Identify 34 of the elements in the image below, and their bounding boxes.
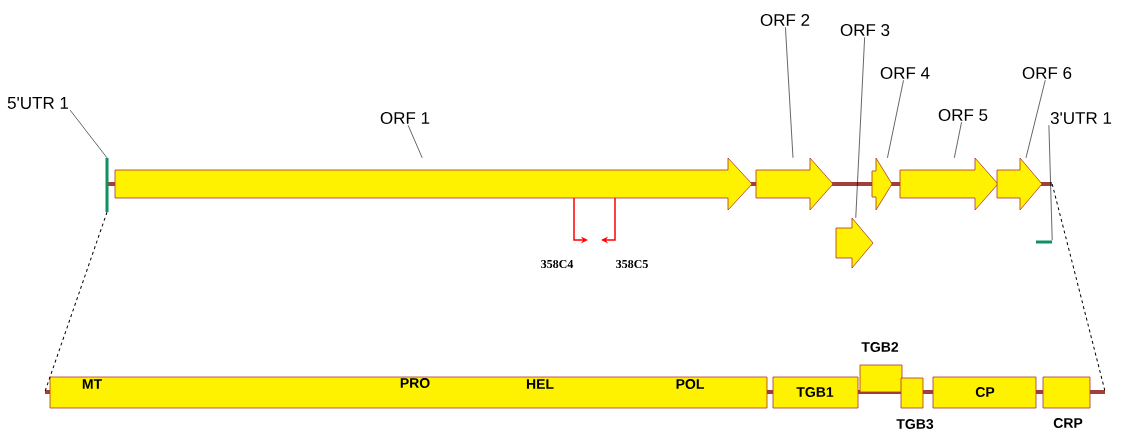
utr-bar — [1036, 240, 1052, 244]
primer-label: 358C5 — [616, 259, 648, 269]
zoom-line — [44, 211, 108, 393]
orf-label: ORF 4 — [880, 67, 930, 80]
node-label: TGB3 — [896, 419, 934, 429]
utr-bar — [105, 158, 109, 212]
leader-line — [69, 109, 108, 159]
orf-block — [899, 157, 999, 211]
orf-block — [996, 157, 1043, 211]
orf-block — [871, 157, 893, 211]
gene-box: MT PRO HEL POL — [49, 376, 768, 409]
leader-line — [407, 124, 423, 159]
orf-label: 3'UTR 1 — [1050, 112, 1112, 125]
leader-line — [855, 36, 865, 219]
gene-box: CRP — [1042, 376, 1091, 428]
orf-label: ORF 5 — [938, 109, 988, 122]
orf-label: ORF 2 — [760, 14, 810, 27]
orf-label: ORF 3 — [840, 24, 890, 37]
leader-line — [785, 26, 794, 159]
leader-line — [954, 121, 962, 159]
orf-block — [835, 217, 874, 269]
orf-block — [755, 157, 834, 211]
leader-line — [1025, 79, 1046, 159]
leader-line — [887, 79, 904, 159]
node-label: TGB2 — [861, 342, 899, 352]
primer-label: 358C4 — [541, 259, 574, 269]
orf-block — [114, 157, 753, 211]
zoom-line — [1051, 183, 1106, 393]
leader-line — [1048, 124, 1053, 241]
orf-label: ORF 6 — [1022, 67, 1072, 80]
orf-label: 5'UTR 1 — [7, 97, 69, 109]
orf-label: ORF 1 — [380, 112, 430, 125]
node-label: CRP — [1053, 418, 1083, 428]
gene-box: CP — [932, 376, 1037, 409]
